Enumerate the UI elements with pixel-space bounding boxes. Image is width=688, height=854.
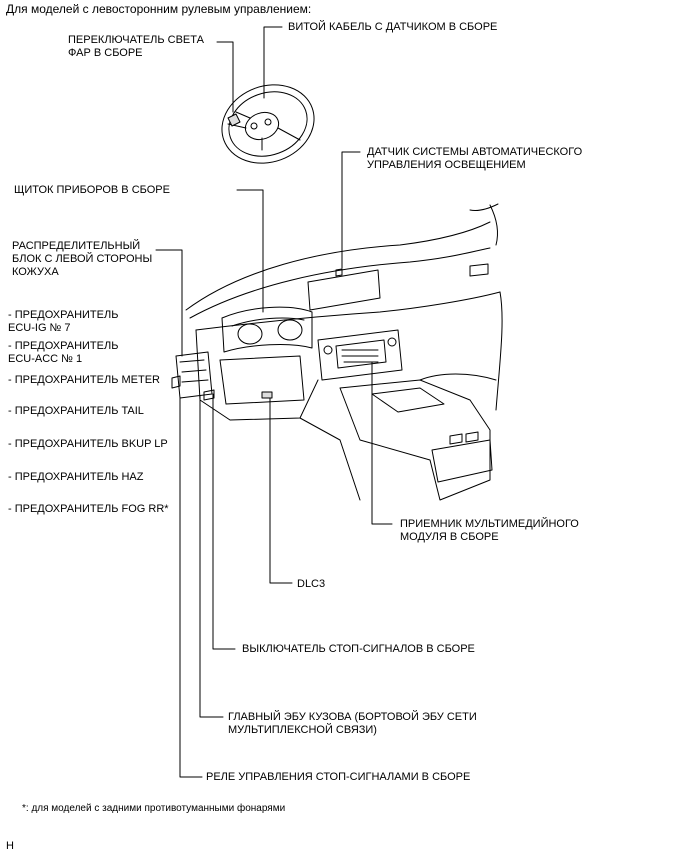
main-body-ecu-label: ГЛАВНЫЙ ЭБУ КУЗОВА (БОРТОВОЙ ЭБУ СЕТИ МУ… — [228, 711, 477, 736]
dashboard-drawing — [171, 203, 503, 501]
fuse-ecu-ig-7: - ПРЕДОХРАНИТЕЛЬ ECU-IG № 7 — [8, 309, 119, 334]
corner-mark: H — [6, 840, 14, 852]
fuse-ecu-acc-1: - ПРЕДОХРАНИТЕЛЬ ECU-ACC № 1 — [8, 340, 119, 365]
combination-meter-label: ЩИТОК ПРИБОРОВ В СБОРЕ — [14, 184, 170, 196]
fuse-tail: - ПРЕДОХРАНИТЕЛЬ TAIL — [8, 405, 144, 417]
fuse-meter: - ПРЕДОХРАНИТЕЛЬ METER — [8, 374, 160, 386]
junction-block-label: РАСПРЕДЕЛИТЕЛЬНЫЙ БЛОК С ЛЕВОЙ СТОРОНЫ К… — [12, 240, 153, 278]
steering-wheel-drawing — [221, 84, 315, 164]
fuse-bkup-lp: - ПРЕДОХРАНИТЕЛЬ BKUP LP — [8, 438, 168, 450]
leader-lines — [155, 26, 393, 778]
page-header: Для моделей с левосторонним рулевым упра… — [6, 2, 312, 16]
footnote: *: для моделей с задними противотуманным… — [22, 803, 286, 814]
spiral-cable-label: ВИТОЙ КАБЕЛЬ С ДАТЧИКОМ В СБОРЕ — [288, 21, 498, 33]
stop-light-relay-label: РЕЛЕ УПРАВЛЕНИЯ СТОП-СИГНАЛАМИ В СБОРЕ — [206, 771, 471, 783]
dlc3-label: DLC3 — [297, 578, 326, 590]
multimedia-receiver-label: ПРИЕМНИК МУЛЬТИМЕДИЙНОГО МОДУЛЯ В СБОРЕ — [400, 518, 579, 543]
light-control-sensor-label: ДАТЧИК СИСТЕМЫ АВТОМАТИЧЕСКОГО УПРАВЛЕНИ… — [367, 146, 583, 171]
fuse-fog-rr: - ПРЕДОХРАНИТЕЛЬ FOG RR* — [8, 503, 169, 515]
stop-light-switch-label: ВЫКЛЮЧАТЕЛЬ СТОП-СИГНАЛОВ В СБОРЕ — [242, 643, 475, 655]
fuse-haz: - ПРЕДОХРАНИТЕЛЬ HAZ — [8, 471, 144, 483]
headlight-switch-label: ПЕРЕКЛЮЧАТЕЛЬ СВЕТА ФАР В СБОРЕ — [68, 34, 204, 59]
